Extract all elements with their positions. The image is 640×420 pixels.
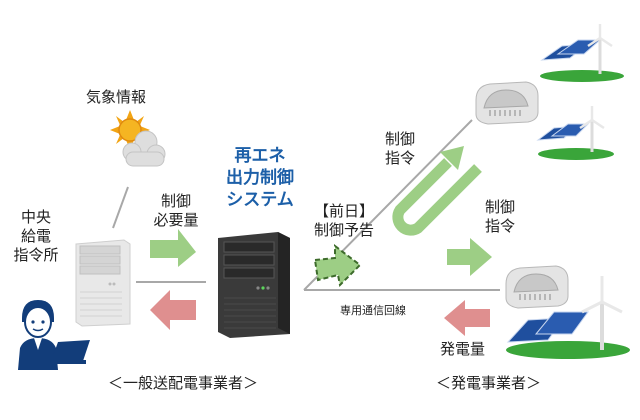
solar-wind-site-3 [506,276,630,359]
control-system-server-icon [218,232,290,338]
router-icon [505,265,569,309]
weather-label: 気象情報 [86,88,147,106]
upper-control-command-label: 制御 指令 [384,130,415,167]
u-turn-command-arrow [392,158,482,236]
generation-amount-arrow [444,300,490,336]
system-to-dispatch-arrow [150,290,196,330]
control-command-arrow [447,238,492,276]
dedicated-line-label: 専用通信回線 [340,304,406,317]
day-ahead-notice-label: 【前日】 制御予告 [313,202,374,239]
operator-icon [18,300,90,370]
control-system-title: 再エネ 出力制御 システム [226,146,294,210]
day-ahead-notice-arrow [313,243,362,288]
u-turn-arrowhead [440,146,464,170]
solar-wind-site-1 [540,24,624,82]
control-need-label: 制御 必要量 [153,192,199,229]
sun-cloud-icon [110,110,166,167]
lower-control-command-label: 制御 指令 [484,198,515,235]
footer-left-label: ＜一般送配電事業者＞ [108,374,259,392]
footer-right-label: ＜発電事業者＞ [436,374,542,392]
generation-amount-label: 発電量 [440,340,486,358]
router-icon [475,81,539,125]
dispatch-server-icon [75,239,131,327]
control-need-arrow [150,229,196,267]
solar-wind-site-2 [536,106,614,160]
central-dispatch-label: 中央 給電 指令所 [13,208,59,264]
weather-link-line [112,186,129,229]
